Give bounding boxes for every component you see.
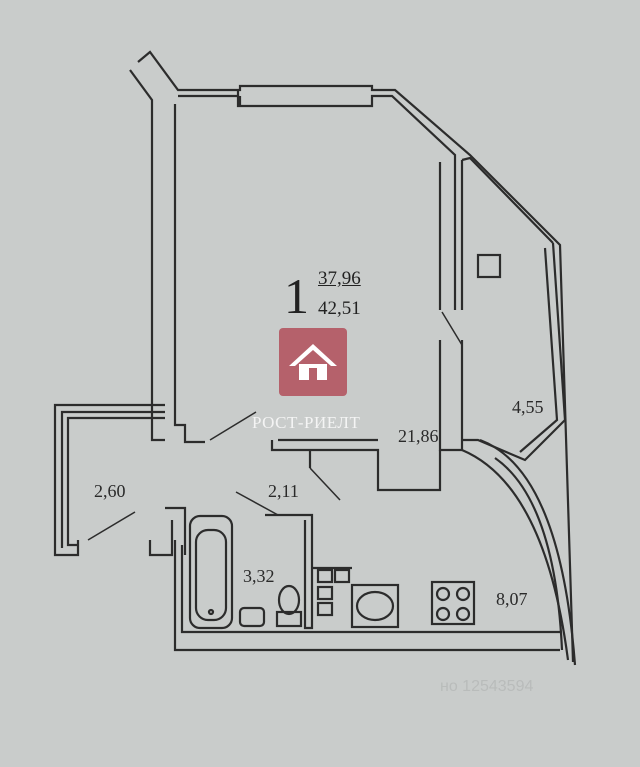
- area-bathroom: 3,32: [243, 566, 275, 586]
- wall-balcony: [461, 156, 567, 462]
- brand-name: РОСТ-РИЕЛТ: [252, 413, 361, 432]
- area-balcony: 4,55: [512, 397, 544, 417]
- area-corridor: 2,11: [268, 481, 299, 501]
- brand-logo: [279, 328, 347, 396]
- wall-bathroom-kitchen: [165, 506, 560, 652]
- total-area-label: 42,51: [318, 298, 361, 319]
- leader-lines: [87, 311, 463, 541]
- area-storage: 2,60: [94, 481, 126, 501]
- wall-kitchen-curved: [461, 438, 577, 666]
- area-main-room: 21,86: [398, 426, 439, 446]
- room-count-label: 1: [284, 268, 309, 324]
- area-kitchen: 8,07: [496, 589, 528, 609]
- watermark: но 12543594: [440, 678, 534, 695]
- house-icon: [289, 344, 337, 380]
- wall-main-room: [129, 50, 575, 663]
- wall-partition: [270, 438, 442, 492]
- living-area-label: 37,96: [318, 268, 361, 289]
- wall-storage: [53, 403, 174, 557]
